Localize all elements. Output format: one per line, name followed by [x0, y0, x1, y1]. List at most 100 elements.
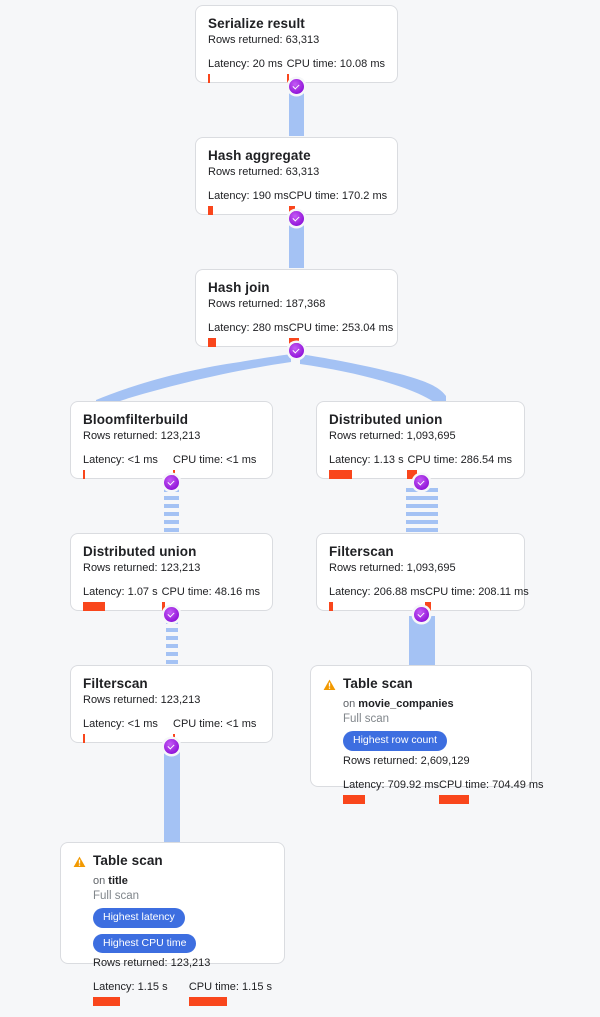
cpu-metric: CPU time: 704.49 ms	[439, 778, 544, 804]
cpu-bar	[425, 602, 432, 611]
plan-node-hash-join[interactable]: Hash join Rows returned: 187,368 Latency…	[195, 269, 398, 347]
node-header-text: Table scan	[93, 852, 163, 869]
node-header: Distributed union	[329, 411, 512, 428]
collapse-toggle-hash-join[interactable]	[289, 343, 304, 358]
plan-node-table-scan-title[interactable]: Table scan on title Full scan Highest la…	[60, 842, 285, 1006]
plan-node-table-scan-movie-companies[interactable]: Table scan on movie_companies Full scan …	[310, 665, 544, 804]
metrics: Latency: 709.92 ms CPU time: 704.49 ms	[343, 778, 544, 804]
edge-filterscan-to-distributedunion-right	[406, 488, 438, 532]
table-name: movie_companies	[358, 698, 454, 710]
cpu-metric: CPU time: 170.2 ms	[288, 189, 388, 215]
cpu-label: CPU time: 253.04 ms	[288, 322, 394, 334]
status-badge[interactable]: Highest row count	[343, 731, 448, 751]
node-title: Distributed union	[329, 412, 443, 427]
collapse-toggle-hash-aggregate[interactable]	[289, 211, 304, 226]
plan-node-distributed-union-left[interactable]: Distributed union Rows returned: 123,213…	[70, 533, 273, 611]
rows-returned: Rows returned: 1,093,695	[329, 562, 456, 574]
latency-metric: Latency: 280 ms	[208, 321, 289, 347]
plan-node-filterscan-left[interactable]: Filterscan Rows returned: 123,213 Latenc…	[70, 665, 273, 743]
plan-node-filterscan-right[interactable]: Filterscan Rows returned: 1,093,695 Late…	[316, 533, 529, 611]
plan-node-hash-aggregate[interactable]: Hash aggregate Rows returned: 63,313 Lat…	[195, 137, 398, 215]
latency-label: Latency: 1.13 s	[329, 454, 404, 466]
collapse-toggle-serialize-result[interactable]	[289, 79, 304, 94]
edge-distributedunion-to-bloomfilterbuild	[164, 488, 179, 532]
latency-bar	[208, 206, 213, 215]
collapse-toggle-distributed-union-left[interactable]	[164, 607, 179, 622]
latency-label: Latency: 1.07 s	[83, 586, 158, 598]
latency-bar	[83, 602, 105, 611]
node-header: Serialize result	[208, 15, 385, 32]
latency-metric: Latency: 20 ms	[208, 57, 287, 83]
cpu-metric: CPU time: 1.15 s	[188, 980, 272, 1006]
collapse-toggle-filterscan-right[interactable]	[414, 607, 429, 622]
table-name: title	[108, 875, 128, 887]
collapse-toggle-bloomfilterbuild[interactable]	[164, 475, 179, 490]
cpu-metric: CPU time: <1 ms	[173, 453, 256, 479]
node-header: Hash aggregate	[208, 147, 385, 164]
metrics: Latency: 206.88 ms CPU time: 208.11 ms	[329, 585, 529, 611]
cpu-label: CPU time: <1 ms	[173, 454, 257, 466]
scan-type: Full scan	[343, 713, 390, 725]
latency-label: Latency: 280 ms	[208, 322, 289, 334]
status-badge-highest-cpu-time[interactable]: Highest CPU time	[93, 933, 197, 953]
on-prefix: on	[343, 698, 359, 710]
cpu-bar	[188, 997, 227, 1006]
latency-bar	[343, 794, 365, 804]
cpu-metric: CPU time: <1 ms	[173, 717, 256, 743]
cpu-label: CPU time: 208.11 ms	[425, 586, 529, 598]
collapse-toggle-distributed-union-right[interactable]	[414, 475, 429, 490]
edge-tablescan-to-filterscan-right	[409, 616, 435, 671]
node-header: Filterscan	[83, 675, 260, 692]
latency-bar	[83, 470, 85, 479]
node-title: Table scan	[343, 676, 413, 691]
latency-label: Latency: <1 ms	[83, 718, 158, 730]
plan-node-bloomfilterbuild[interactable]: Bloomfilterbuild Rows returned: 123,213 …	[70, 401, 273, 479]
status-badge-highest-latency[interactable]: Highest latency	[93, 908, 185, 928]
cpu-metric: CPU time: 253.04 ms	[288, 321, 394, 347]
latency-label: Latency: 206.88 ms	[329, 586, 426, 598]
cpu-bar	[407, 470, 418, 479]
latency-metric: Latency: 709.92 ms	[343, 778, 439, 804]
rows-returned: Rows returned: 123,213	[93, 957, 211, 969]
warning-triangle-icon	[323, 678, 336, 696]
cpu-label: CPU time: 1.15 s	[188, 981, 272, 993]
cpu-metric: CPU time: 286.54 ms	[407, 453, 512, 479]
rows-returned: Rows returned: 123,213	[83, 562, 201, 574]
node-header: Table scan	[323, 675, 519, 696]
latency-label: Latency: 190 ms	[208, 190, 289, 202]
node-title: Hash aggregate	[208, 148, 311, 163]
latency-label: Latency: 20 ms	[208, 58, 283, 70]
edge-filterscan-to-distributedunion-left	[166, 620, 178, 664]
plan-node-serialize-result[interactable]: Serialize result Rows returned: 63,313 L…	[195, 5, 398, 83]
cpu-label: CPU time: 170.2 ms	[288, 190, 388, 202]
metrics: Latency: 1.13 s CPU time: 286.54 ms	[329, 453, 512, 479]
rows-returned: Rows returned: 123,213	[83, 430, 201, 442]
cpu-label: CPU time: 704.49 ms	[439, 778, 544, 791]
collapse-toggle-filterscan-left[interactable]	[164, 739, 179, 754]
scan-target: on movie_companies	[343, 697, 519, 712]
cpu-label: CPU time: 10.08 ms	[286, 58, 385, 70]
cpu-bar	[439, 794, 469, 804]
rows-returned: Rows returned: 63,313	[208, 34, 320, 46]
rows-returned: Rows returned: 1,093,695	[329, 430, 456, 442]
rows-returned: Rows returned: 63,313	[208, 166, 320, 178]
latency-label: Latency: <1 ms	[83, 454, 158, 466]
latency-metric: Latency: 1.15 s	[93, 980, 189, 1006]
cpu-label: CPU time: 48.16 ms	[161, 586, 260, 598]
plan-node-distributed-union-right[interactable]: Distributed union Rows returned: 1,093,6…	[316, 401, 525, 479]
latency-label: Latency: 709.92 ms	[343, 778, 440, 791]
latency-label: Latency: 1.15 s	[93, 981, 168, 993]
node-header: Hash join	[208, 279, 385, 296]
cpu-metric: CPU time: 48.16 ms	[161, 585, 260, 611]
edge-hashjoin-to-hashaggregate	[289, 218, 304, 268]
node-header-text: Table scan	[343, 675, 413, 692]
cpu-bar	[161, 602, 165, 611]
node-title: Filterscan	[83, 676, 148, 691]
edge-tablescan-to-filterscan-left	[164, 750, 180, 848]
cpu-bar	[286, 74, 289, 83]
node-title: Filterscan	[329, 544, 394, 559]
node-header: Table scan	[73, 852, 272, 873]
rows-returned: Rows returned: 187,368	[208, 298, 326, 310]
